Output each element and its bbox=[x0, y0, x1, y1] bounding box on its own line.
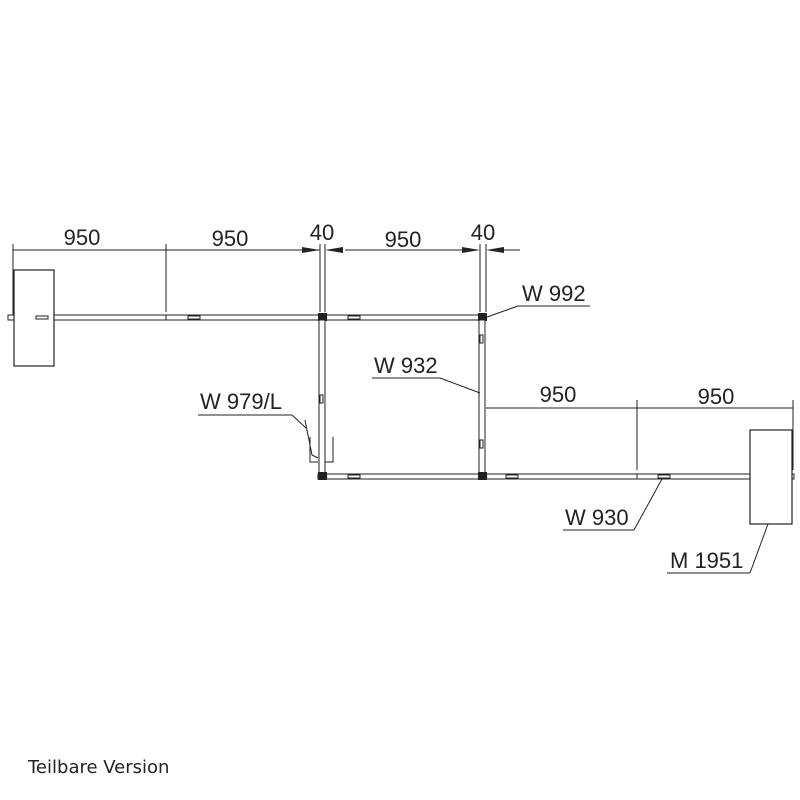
right-dimension-chain bbox=[486, 400, 794, 470]
dimension-40-2: 40 bbox=[471, 220, 495, 245]
bottom-rail bbox=[317, 429, 795, 525]
label-m1951-text: M 1951 bbox=[670, 548, 743, 573]
label-w930: W 930 bbox=[563, 478, 663, 531]
dimension-950-1: 950 bbox=[64, 225, 101, 250]
right-post bbox=[478, 319, 486, 477]
label-w930-text: W 930 bbox=[565, 505, 629, 530]
left-post bbox=[304, 319, 334, 477]
dimension-950-5: 950 bbox=[698, 384, 735, 409]
dimension-40-1: 40 bbox=[310, 220, 334, 245]
label-w979l-text: W 979/L bbox=[200, 389, 282, 414]
label-w932: W 932 bbox=[372, 353, 481, 394]
label-w992: W 992 bbox=[486, 281, 590, 318]
caption: Teilbare Version bbox=[28, 757, 170, 778]
label-w979l: W 979/L bbox=[198, 389, 307, 429]
top-dimension-chain bbox=[12, 244, 520, 316]
dimension-950-2: 950 bbox=[212, 226, 249, 251]
dimension-950-4: 950 bbox=[540, 382, 577, 407]
top-rail bbox=[7, 269, 487, 367]
right-end-block bbox=[749, 429, 793, 525]
label-m1951: M 1951 bbox=[667, 523, 769, 574]
label-w992-text: W 992 bbox=[522, 281, 586, 306]
label-w932-text: W 932 bbox=[374, 353, 438, 378]
dimension-950-3: 950 bbox=[385, 227, 422, 252]
